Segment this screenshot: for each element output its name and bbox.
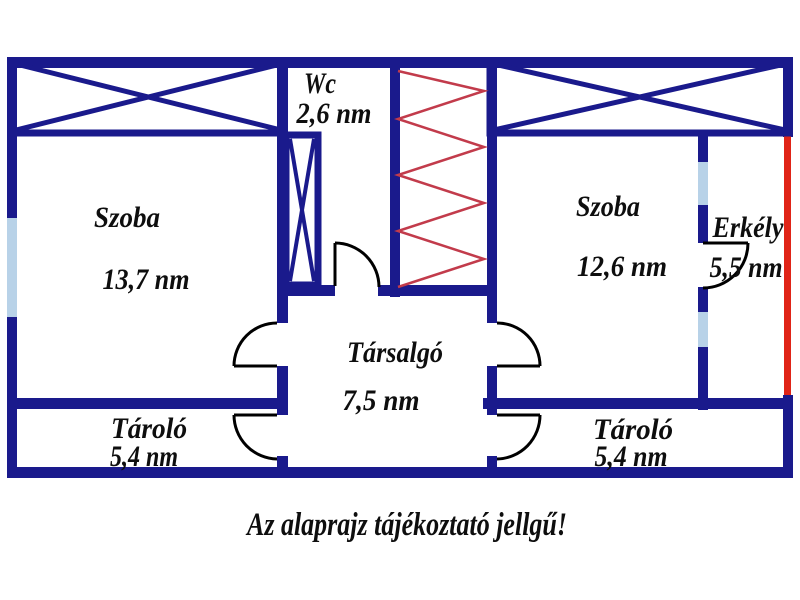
left-wall-upper	[7, 57, 17, 218]
wall-c-lower	[487, 456, 497, 478]
room-tarolo-left: Tároló 5,4 nm	[110, 412, 187, 473]
stairs-bottom-wall	[378, 285, 497, 296]
closet-cross-narrow-icon	[282, 131, 322, 289]
tarolo-left-name-label: Tároló	[111, 412, 187, 445]
room-tarolo-right: Tároló 5,4 nm	[593, 413, 673, 473]
erkely-wall-seg1	[698, 130, 708, 162]
erkely-wall-seg4	[698, 347, 708, 410]
balcony-railing-wall	[784, 133, 791, 398]
wall-a-lower	[277, 456, 288, 478]
tarolo-left-top-wall	[7, 398, 288, 409]
erkely-door-icon	[702, 241, 750, 290]
erkely-window-lower-symbol	[698, 312, 708, 347]
erkely-area-label: 5,5 nm	[710, 251, 783, 284]
room-szoba-left: Szoba 13,7 nm	[94, 201, 190, 296]
wc-name-label: Wc	[304, 67, 336, 100]
room-wc: Wc 2,6 nm	[296, 67, 372, 130]
wall-c-mid	[487, 366, 497, 415]
tarolo-right-top-wall	[483, 398, 793, 409]
room-tarsalgo: Társalgó 7,5 nm	[343, 336, 444, 417]
tarsalgo-right-bottom-door-icon	[496, 413, 542, 461]
right-wall-bottom	[783, 395, 793, 478]
disclaimer-text: Az alaprajz tájékoztató jellgű!	[245, 507, 567, 543]
erkely-name-label: Erkély	[712, 211, 784, 244]
staircase-zigzag-icon	[393, 69, 489, 289]
szoba-right-area-label: 12,6 nm	[577, 250, 667, 283]
bottom-wall	[7, 467, 793, 478]
erkely-window-upper-symbol	[698, 162, 708, 205]
left-wall-lower	[7, 317, 17, 478]
tarolo-right-name-label: Tároló	[593, 413, 673, 446]
room-erkely: Erkély 5,5 nm	[710, 211, 785, 284]
stairs-left-wall	[390, 57, 400, 297]
room-szoba-right: Szoba 12,6 nm	[576, 190, 667, 283]
left-window-symbol	[7, 218, 17, 317]
wc-area-label: 2,6 nm	[296, 97, 372, 130]
wall-a-mid	[277, 366, 288, 415]
szoba-left-name-label: Szoba	[94, 201, 160, 234]
szoba-right-name-label: Szoba	[576, 190, 640, 223]
tarsalgo-right-top-door-icon	[496, 321, 542, 368]
tarsalgo-area-label: 7,5 nm	[343, 384, 420, 417]
tarsalgo-left-top-door-icon	[232, 321, 278, 368]
erkely-wall-seg2	[698, 205, 708, 243]
wall-c-upper	[487, 57, 497, 323]
wc-bottom-wall	[277, 285, 335, 296]
room-labels: Wc 2,6 nm Szoba 13,7 nm Szoba 12,6 nm Er…	[94, 67, 784, 473]
door-symbols	[232, 241, 750, 461]
szoba-left-area-label: 13,7 nm	[103, 263, 190, 296]
tarsalgo-left-bottom-door-icon	[232, 413, 278, 461]
closet-cross-left-icon	[9, 57, 288, 137]
erkely-wall-seg3	[698, 287, 708, 312]
tarolo-left-area-label: 5,4 nm	[110, 440, 178, 473]
tarolo-right-area-label: 5,4 nm	[595, 440, 668, 473]
wc-door-icon	[333, 241, 381, 288]
closet-cross-right-icon	[486, 57, 793, 137]
closet-symbols	[9, 57, 793, 289]
tarsalgo-name-label: Társalgó	[347, 336, 443, 369]
